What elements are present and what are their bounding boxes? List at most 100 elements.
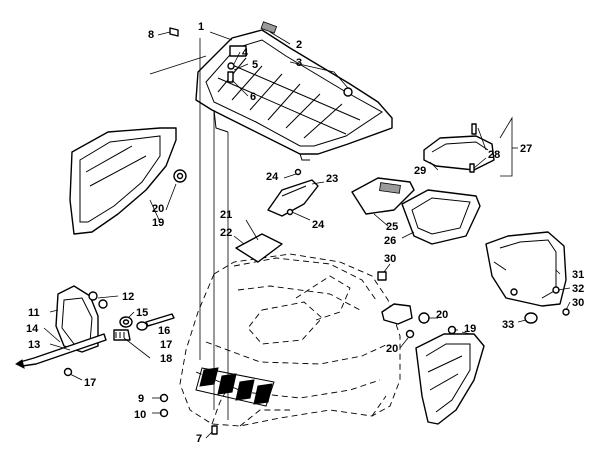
callout-4: 4 bbox=[242, 47, 249, 59]
leader-24a bbox=[283, 173, 297, 179]
leader-32 bbox=[557, 287, 571, 291]
leader-24b bbox=[291, 211, 311, 221]
leader-17a bbox=[145, 323, 155, 327]
leader-3 bbox=[289, 61, 349, 89]
headlight-adjuster bbox=[15, 333, 107, 369]
callout-31: 31 bbox=[572, 269, 584, 281]
callout-29: 29 bbox=[414, 165, 426, 177]
callout-27: 27 bbox=[520, 143, 532, 155]
rack-nut bbox=[343, 87, 353, 97]
leader-19-left bbox=[149, 199, 161, 223]
callout-28: 28 bbox=[488, 149, 500, 161]
screw-7 bbox=[211, 425, 218, 435]
leader-25 bbox=[373, 213, 389, 227]
latch-28b bbox=[469, 163, 475, 173]
leader-28a bbox=[477, 127, 487, 151]
callout-30-upper: 30 bbox=[384, 253, 396, 265]
callout-30-lower: 30 bbox=[572, 297, 584, 309]
leader-18 bbox=[123, 337, 151, 359]
leader-21 bbox=[245, 219, 259, 241]
callout-26: 26 bbox=[384, 235, 396, 247]
cover-plate-21[interactable] bbox=[235, 233, 283, 263]
callout-1: 1 bbox=[198, 21, 204, 33]
callout-16: 16 bbox=[158, 325, 170, 337]
leader-11 bbox=[49, 309, 59, 313]
rivet-20b bbox=[418, 312, 430, 324]
callout-18: 18 bbox=[160, 353, 172, 365]
callout-6: 6 bbox=[250, 91, 256, 103]
callout-11: 11 bbox=[28, 307, 40, 319]
spring-coils bbox=[115, 332, 125, 338]
leader-30a bbox=[383, 263, 391, 273]
bolt-16 bbox=[145, 313, 175, 327]
leader-22 bbox=[233, 235, 245, 245]
bracket-23[interactable] bbox=[267, 179, 319, 217]
bushing-15-hole bbox=[122, 319, 130, 325]
callout-12: 12 bbox=[122, 291, 134, 303]
leader-7 bbox=[205, 431, 213, 439]
grille-vents bbox=[195, 367, 275, 407]
right-fender-panel[interactable] bbox=[485, 231, 567, 307]
callout-7: 7 bbox=[196, 433, 202, 445]
callout-19-right: 19 bbox=[464, 323, 476, 335]
screw-12a bbox=[88, 291, 98, 301]
callout-24-upper: 24 bbox=[266, 171, 279, 183]
leader-2 bbox=[269, 31, 291, 45]
callout-20-right-upper: 20 bbox=[436, 309, 448, 321]
callout-17-upper: 17 bbox=[160, 339, 172, 351]
leader-8 bbox=[157, 31, 171, 36]
storage-box-lid-25[interactable] bbox=[351, 177, 415, 215]
hood-assembly[interactable] bbox=[179, 253, 401, 427]
washer-17 bbox=[136, 321, 148, 331]
front-rack[interactable] bbox=[195, 21, 393, 161]
callout-8: 8 bbox=[148, 29, 154, 41]
callout-20-right-lower: 20 bbox=[386, 343, 398, 355]
leader-1 bbox=[209, 31, 233, 41]
right-side-panel[interactable] bbox=[415, 333, 485, 425]
rivet-20c bbox=[405, 329, 415, 339]
fastener-24b bbox=[286, 208, 294, 216]
callout-9: 9 bbox=[138, 393, 144, 405]
callout-15: 15 bbox=[136, 307, 148, 319]
callout-21: 21 bbox=[220, 209, 232, 221]
screw-12b bbox=[98, 299, 108, 309]
callout-22: 22 bbox=[220, 227, 232, 239]
callout-10: 10 bbox=[134, 409, 146, 421]
spring-18 bbox=[113, 329, 131, 341]
fastener-24a bbox=[294, 168, 302, 176]
leader-20c bbox=[399, 337, 409, 349]
rack-washer bbox=[227, 62, 235, 70]
leader-6 bbox=[231, 79, 249, 97]
leader-23 bbox=[311, 181, 325, 185]
callout-20-left: 20 bbox=[152, 203, 164, 215]
leader-26 bbox=[401, 231, 415, 239]
left-panel-rivet-hole bbox=[176, 172, 184, 180]
callout-23: 23 bbox=[326, 173, 338, 185]
leader-12 bbox=[97, 295, 119, 299]
leader-31 bbox=[555, 269, 561, 275]
storage-lid-27[interactable] bbox=[423, 135, 495, 171]
leader-4 bbox=[233, 51, 241, 65]
left-side-panel[interactable] bbox=[69, 127, 177, 235]
callout-14: 14 bbox=[26, 323, 39, 335]
leader-33 bbox=[517, 319, 527, 323]
storage-box-26[interactable] bbox=[401, 189, 481, 245]
leader-30b bbox=[565, 301, 571, 311]
washer-30 bbox=[562, 308, 570, 316]
grommet-33 bbox=[524, 312, 538, 324]
rack-screw bbox=[169, 27, 179, 37]
bracket-1 bbox=[149, 55, 207, 75]
right-mount-bracket bbox=[377, 271, 413, 325]
leader-17b bbox=[69, 373, 83, 381]
leader-14 bbox=[43, 327, 61, 343]
latch-28a bbox=[471, 123, 477, 135]
callout-19-left: 19 bbox=[152, 217, 164, 229]
leader-20-left bbox=[165, 183, 177, 211]
leader-28b bbox=[473, 157, 487, 169]
callout-33: 33 bbox=[502, 319, 514, 331]
leader-5 bbox=[233, 63, 249, 71]
callout-24-lower: 24 bbox=[312, 219, 325, 231]
callout-13: 13 bbox=[28, 339, 40, 351]
callout-5: 5 bbox=[252, 59, 258, 71]
